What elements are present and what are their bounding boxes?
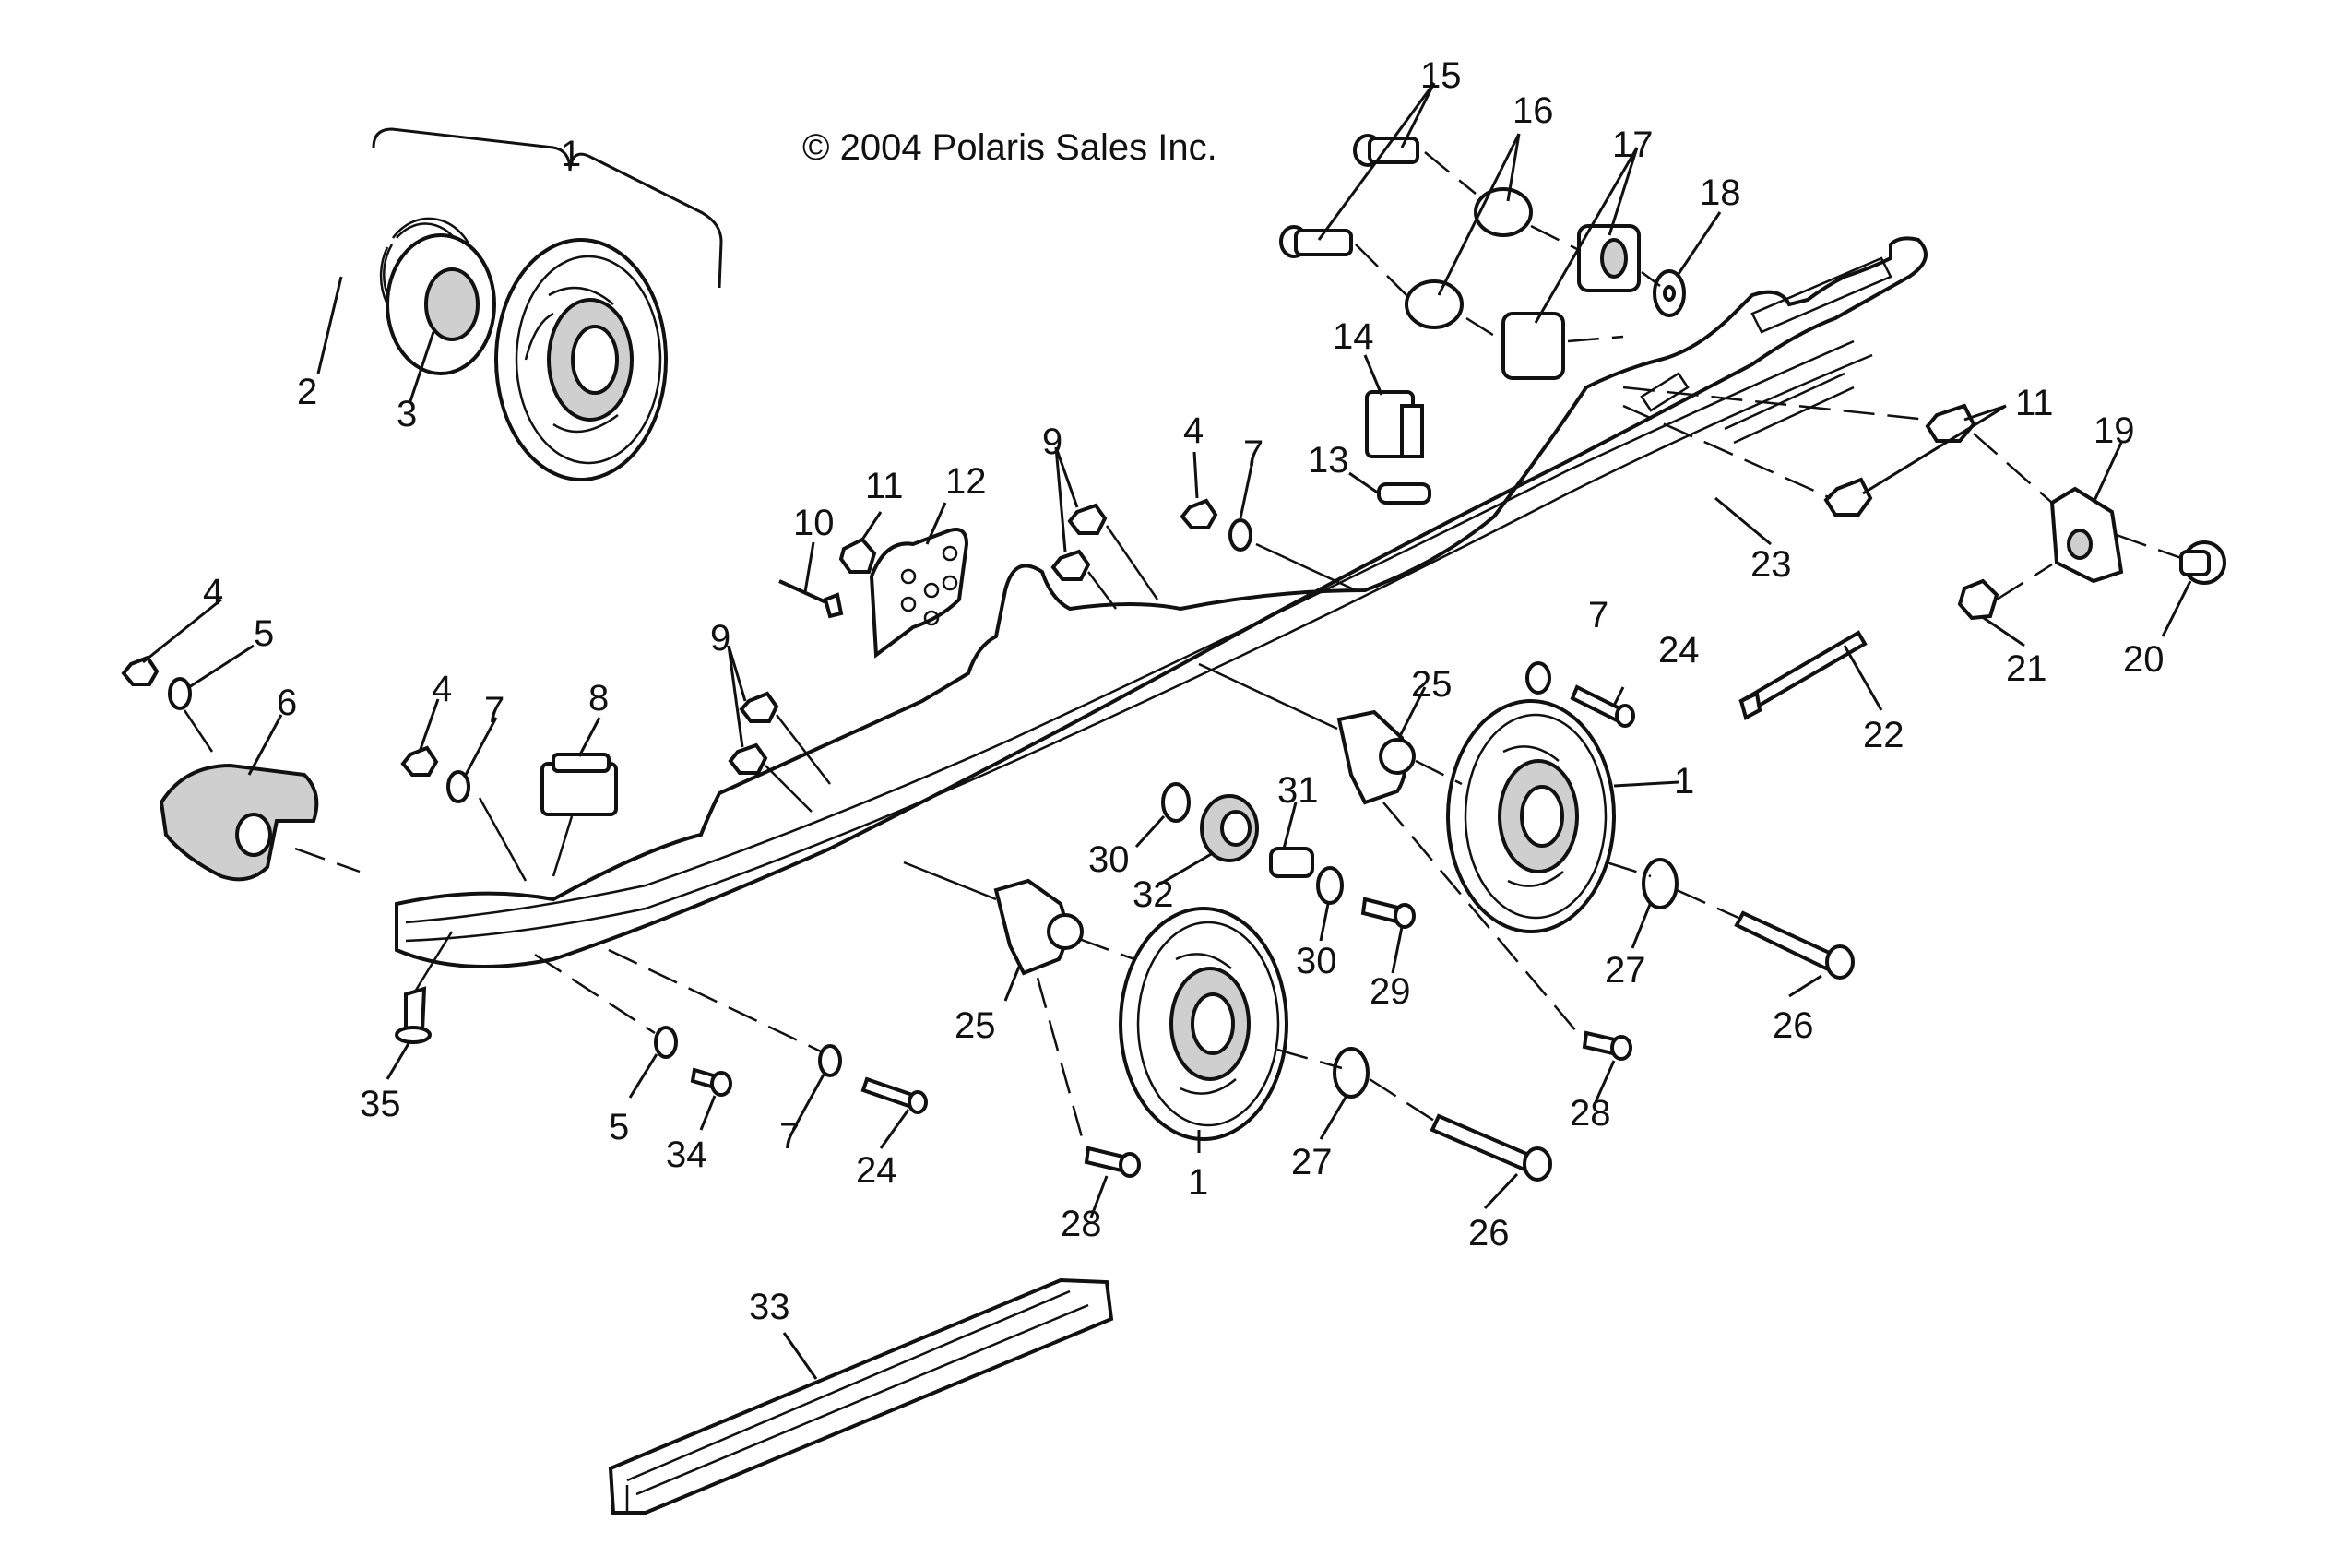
callout-17: 17 xyxy=(1612,125,1654,165)
slide-rail xyxy=(395,236,1928,968)
callout-24: 24 xyxy=(856,1150,897,1191)
callout-11: 11 xyxy=(865,466,904,506)
callout-26: 26 xyxy=(1468,1213,1510,1253)
callout-20: 20 xyxy=(2123,639,2165,680)
callout-12: 12 xyxy=(945,461,987,502)
callout-3: 3 xyxy=(397,394,417,434)
callout-30: 30 xyxy=(1088,839,1130,880)
callout-31: 31 xyxy=(1277,770,1319,811)
callout-14: 14 xyxy=(1333,316,1374,357)
callout-7: 7 xyxy=(1243,434,1263,474)
callout-1: 1 xyxy=(1674,761,1694,802)
copyright-text: © 2004 Polaris Sales Inc. xyxy=(802,127,1217,168)
callout-7: 7 xyxy=(484,690,504,731)
hardware-left xyxy=(121,446,1551,882)
callout-34: 34 xyxy=(666,1134,707,1175)
callout-labels: 1 2 3 15 16 17 18 14 13 11 19 23 21 20 2… xyxy=(203,55,2165,1327)
callout-2: 2 xyxy=(297,372,317,412)
callout-11: 11 xyxy=(2015,383,2054,423)
callout-19: 19 xyxy=(2094,410,2135,451)
callout-33: 33 xyxy=(749,1287,790,1327)
callout-4: 4 xyxy=(432,669,452,709)
callout-21: 21 xyxy=(2006,648,2047,689)
callout-4: 4 xyxy=(1183,410,1204,451)
callout-8: 8 xyxy=(588,678,609,719)
callout-27: 27 xyxy=(1605,950,1646,991)
callout-6: 6 xyxy=(277,683,297,723)
callout-7: 7 xyxy=(1588,595,1608,636)
callout-29: 29 xyxy=(1370,971,1411,1012)
callout-23: 23 xyxy=(1750,544,1792,585)
idler-wheels xyxy=(860,662,1855,1218)
wheel-assembly-top xyxy=(316,127,723,481)
callout-10: 10 xyxy=(793,503,835,543)
callout-32: 32 xyxy=(1133,874,1174,915)
callout-25: 25 xyxy=(1411,664,1453,705)
callout-26: 26 xyxy=(1773,1005,1814,1046)
callout-22: 22 xyxy=(1863,715,1904,755)
callout-28: 28 xyxy=(1570,1093,1611,1134)
callout-5: 5 xyxy=(609,1107,629,1147)
callout-1: 1 xyxy=(1188,1162,1208,1203)
wear-strip xyxy=(608,1277,1114,1515)
callout-4: 4 xyxy=(203,572,223,612)
callout-28: 28 xyxy=(1061,1204,1102,1244)
callout-9: 9 xyxy=(710,618,730,659)
callout-30: 30 xyxy=(1296,941,1337,981)
hardware-top-right xyxy=(1279,82,2226,720)
callout-5: 5 xyxy=(254,613,274,654)
callout-18: 18 xyxy=(1700,172,1741,213)
callout-16: 16 xyxy=(1513,90,1554,131)
callout-27: 27 xyxy=(1291,1142,1333,1182)
callout-24: 24 xyxy=(1658,630,1700,671)
hardware-bottom-left xyxy=(386,931,910,1149)
callout-13: 13 xyxy=(1308,440,1349,481)
callout-9: 9 xyxy=(1042,422,1062,462)
callout-15: 15 xyxy=(1420,55,1462,96)
callout-25: 25 xyxy=(955,1005,996,1046)
callout-1: 1 xyxy=(561,134,581,174)
callout-35: 35 xyxy=(360,1084,401,1124)
callout-7: 7 xyxy=(779,1116,800,1157)
